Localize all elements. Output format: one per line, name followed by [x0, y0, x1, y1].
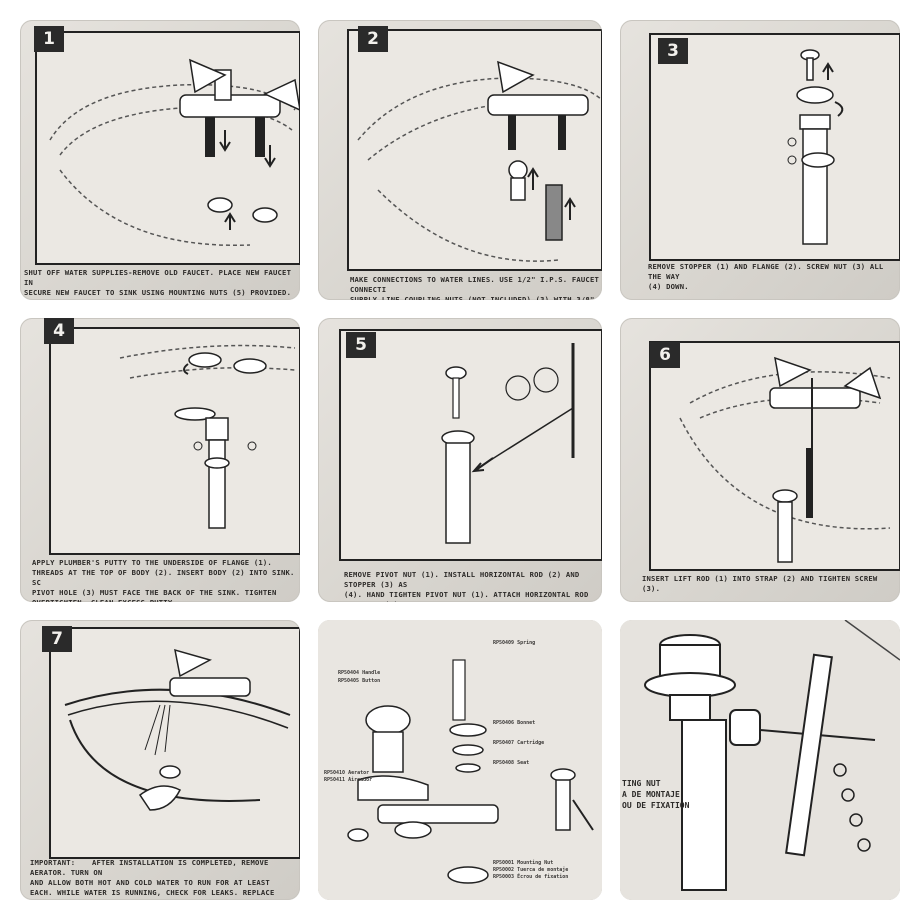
panel-1-step-number: 1	[34, 26, 64, 52]
parts-label-10: RP50002 Tuerca de montaje	[493, 867, 569, 873]
parts-label-11: RP50003 Écrou de fixation	[493, 874, 569, 880]
panel-6-step-number: 6	[650, 342, 680, 368]
panel-2-caption: Make connections to water lines. Use 1/2…	[350, 275, 599, 300]
parts-label-6: RP50409 Spring	[493, 640, 536, 646]
water-lines-illustration	[347, 29, 602, 271]
parts-label-9: RP50001 Mounting Nut	[493, 860, 554, 866]
drain-closeup-illustration	[620, 620, 900, 900]
panel-4-step-number: 4	[44, 318, 74, 344]
exploded-parts-illustration	[318, 620, 602, 900]
mounting-nut-callout: ting Nut a de montaje ou de fixation	[622, 779, 690, 810]
parts-label-3: RP50406 Bonnet	[493, 720, 536, 726]
lift-rod-illustration	[649, 341, 900, 571]
pivot-rod-illustration	[339, 329, 602, 561]
stopper-removal-illustration	[649, 33, 900, 261]
panel-3-step-number: 3	[658, 38, 688, 64]
panel-drain-closeup: ting Nut a de montaje ou de fixation	[620, 620, 900, 900]
parts-label-1: RP50404 Handle	[338, 670, 381, 676]
parts-label-7: RP50410 Aerator	[324, 770, 370, 776]
panel-7-caption: Important:After installation is complete…	[30, 858, 300, 900]
panel-7-caption-text: After installation is completed, remove …	[30, 858, 275, 900]
panel-step-4: Apply plumber's putty to the underside o…	[20, 318, 300, 602]
panel-5-caption: Remove pivot nut (1). Install horizontal…	[344, 570, 589, 602]
panel-5-step-number: 5	[346, 332, 376, 358]
panel-3-caption: Remove stopper (1) and flange (2). Screw…	[648, 262, 884, 291]
drain-body-illustration	[49, 327, 300, 555]
panel-step-1: Shut off water supplies-Remove old fauce…	[20, 20, 300, 300]
panel-1-caption: Shut off water supplies-Remove old fauce…	[24, 268, 292, 297]
panel-step-5: Remove pivot nut (1). Install horizontal…	[318, 318, 602, 602]
panel-step-3: Remove stopper (1) and flange (2). Screw…	[620, 20, 900, 300]
faucet-install-illustration	[35, 31, 300, 265]
parts-label-2: RP50405 Button	[338, 678, 381, 684]
panel-2-step-number: 2	[358, 26, 388, 52]
panel-step-6: Insert lift rod (1) into strap (2) and t…	[620, 318, 900, 602]
panel-7-step-number: 7	[42, 626, 72, 652]
panel-4-caption: Apply plumber's putty to the underside o…	[32, 558, 295, 602]
panel-6-caption: Insert lift rod (1) into strap (2) and t…	[642, 574, 878, 593]
panel-step-2: Make connections to water lines. Use 1/2…	[318, 20, 602, 300]
parts-label-8: RP50411 Aireador	[324, 777, 373, 783]
aerator-illustration	[49, 627, 300, 859]
panel-parts-sheet: RP50404 Handle RP50405 Button RP50406 Bo…	[318, 620, 602, 900]
parts-label-5: RP50408 Seat	[493, 760, 530, 766]
important-label: Important:	[30, 858, 76, 867]
parts-label-4: RP50407 Cartridge	[493, 740, 545, 746]
panel-step-7: Important:After installation is complete…	[20, 620, 300, 900]
